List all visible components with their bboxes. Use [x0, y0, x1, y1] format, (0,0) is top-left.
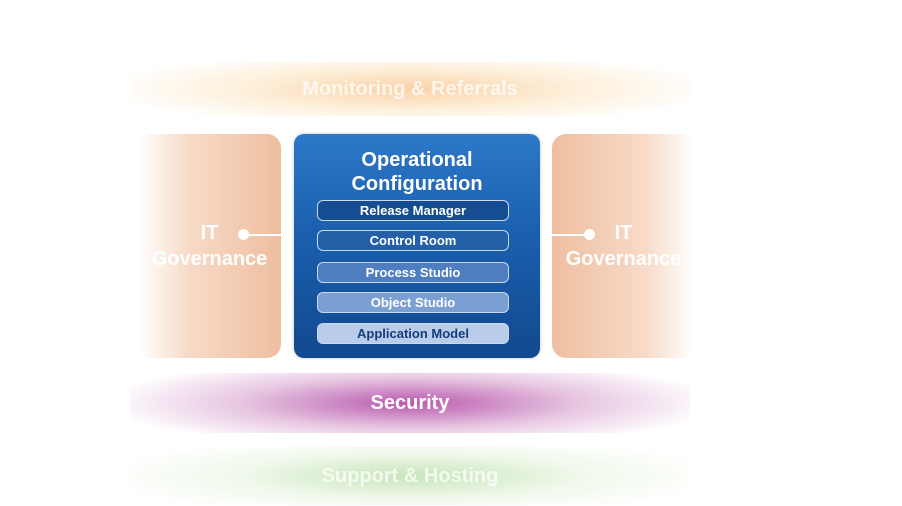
monitoring-referrals-band: Monitoring & Referrals — [130, 62, 690, 116]
it-governance-left-line1: IT — [200, 222, 219, 244]
it-governance-right-line2: Governance — [565, 248, 682, 270]
support-hosting-band: Support & Hosting — [130, 447, 690, 505]
it-governance-left-label: IT Governance — [152, 220, 268, 272]
support-hosting-label: Support & Hosting — [321, 464, 499, 487]
application-model-item: Application Model — [317, 323, 509, 344]
left-connector-dot — [238, 229, 249, 240]
right-connector-dot — [584, 229, 595, 240]
control-room-item: Control Room — [317, 230, 509, 251]
right-connector-line — [540, 234, 588, 236]
it-governance-right-label: IT Governance — [566, 220, 682, 272]
object-studio-item: Object Studio — [317, 292, 509, 313]
it-governance-right: IT Governance — [552, 134, 695, 358]
left-connector-line — [246, 234, 294, 236]
process-studio-item: Process Studio — [317, 262, 509, 283]
core-title-line1: Operational — [361, 149, 473, 171]
it-governance-left-line2: Governance — [151, 248, 268, 270]
it-governance-left: IT Governance — [138, 134, 281, 358]
release-manager-item: Release Manager — [317, 200, 509, 221]
security-band: Security — [130, 373, 690, 433]
monitoring-referrals-label: Monitoring & Referrals — [302, 77, 518, 100]
operational-configuration-box: Operational Configuration Release Manage… — [294, 134, 540, 358]
it-governance-right-line1: IT — [614, 222, 633, 244]
security-label: Security — [370, 391, 450, 414]
operational-configuration-title: Operational Configuration — [294, 148, 540, 196]
core-title-line2: Configuration — [351, 173, 483, 195]
